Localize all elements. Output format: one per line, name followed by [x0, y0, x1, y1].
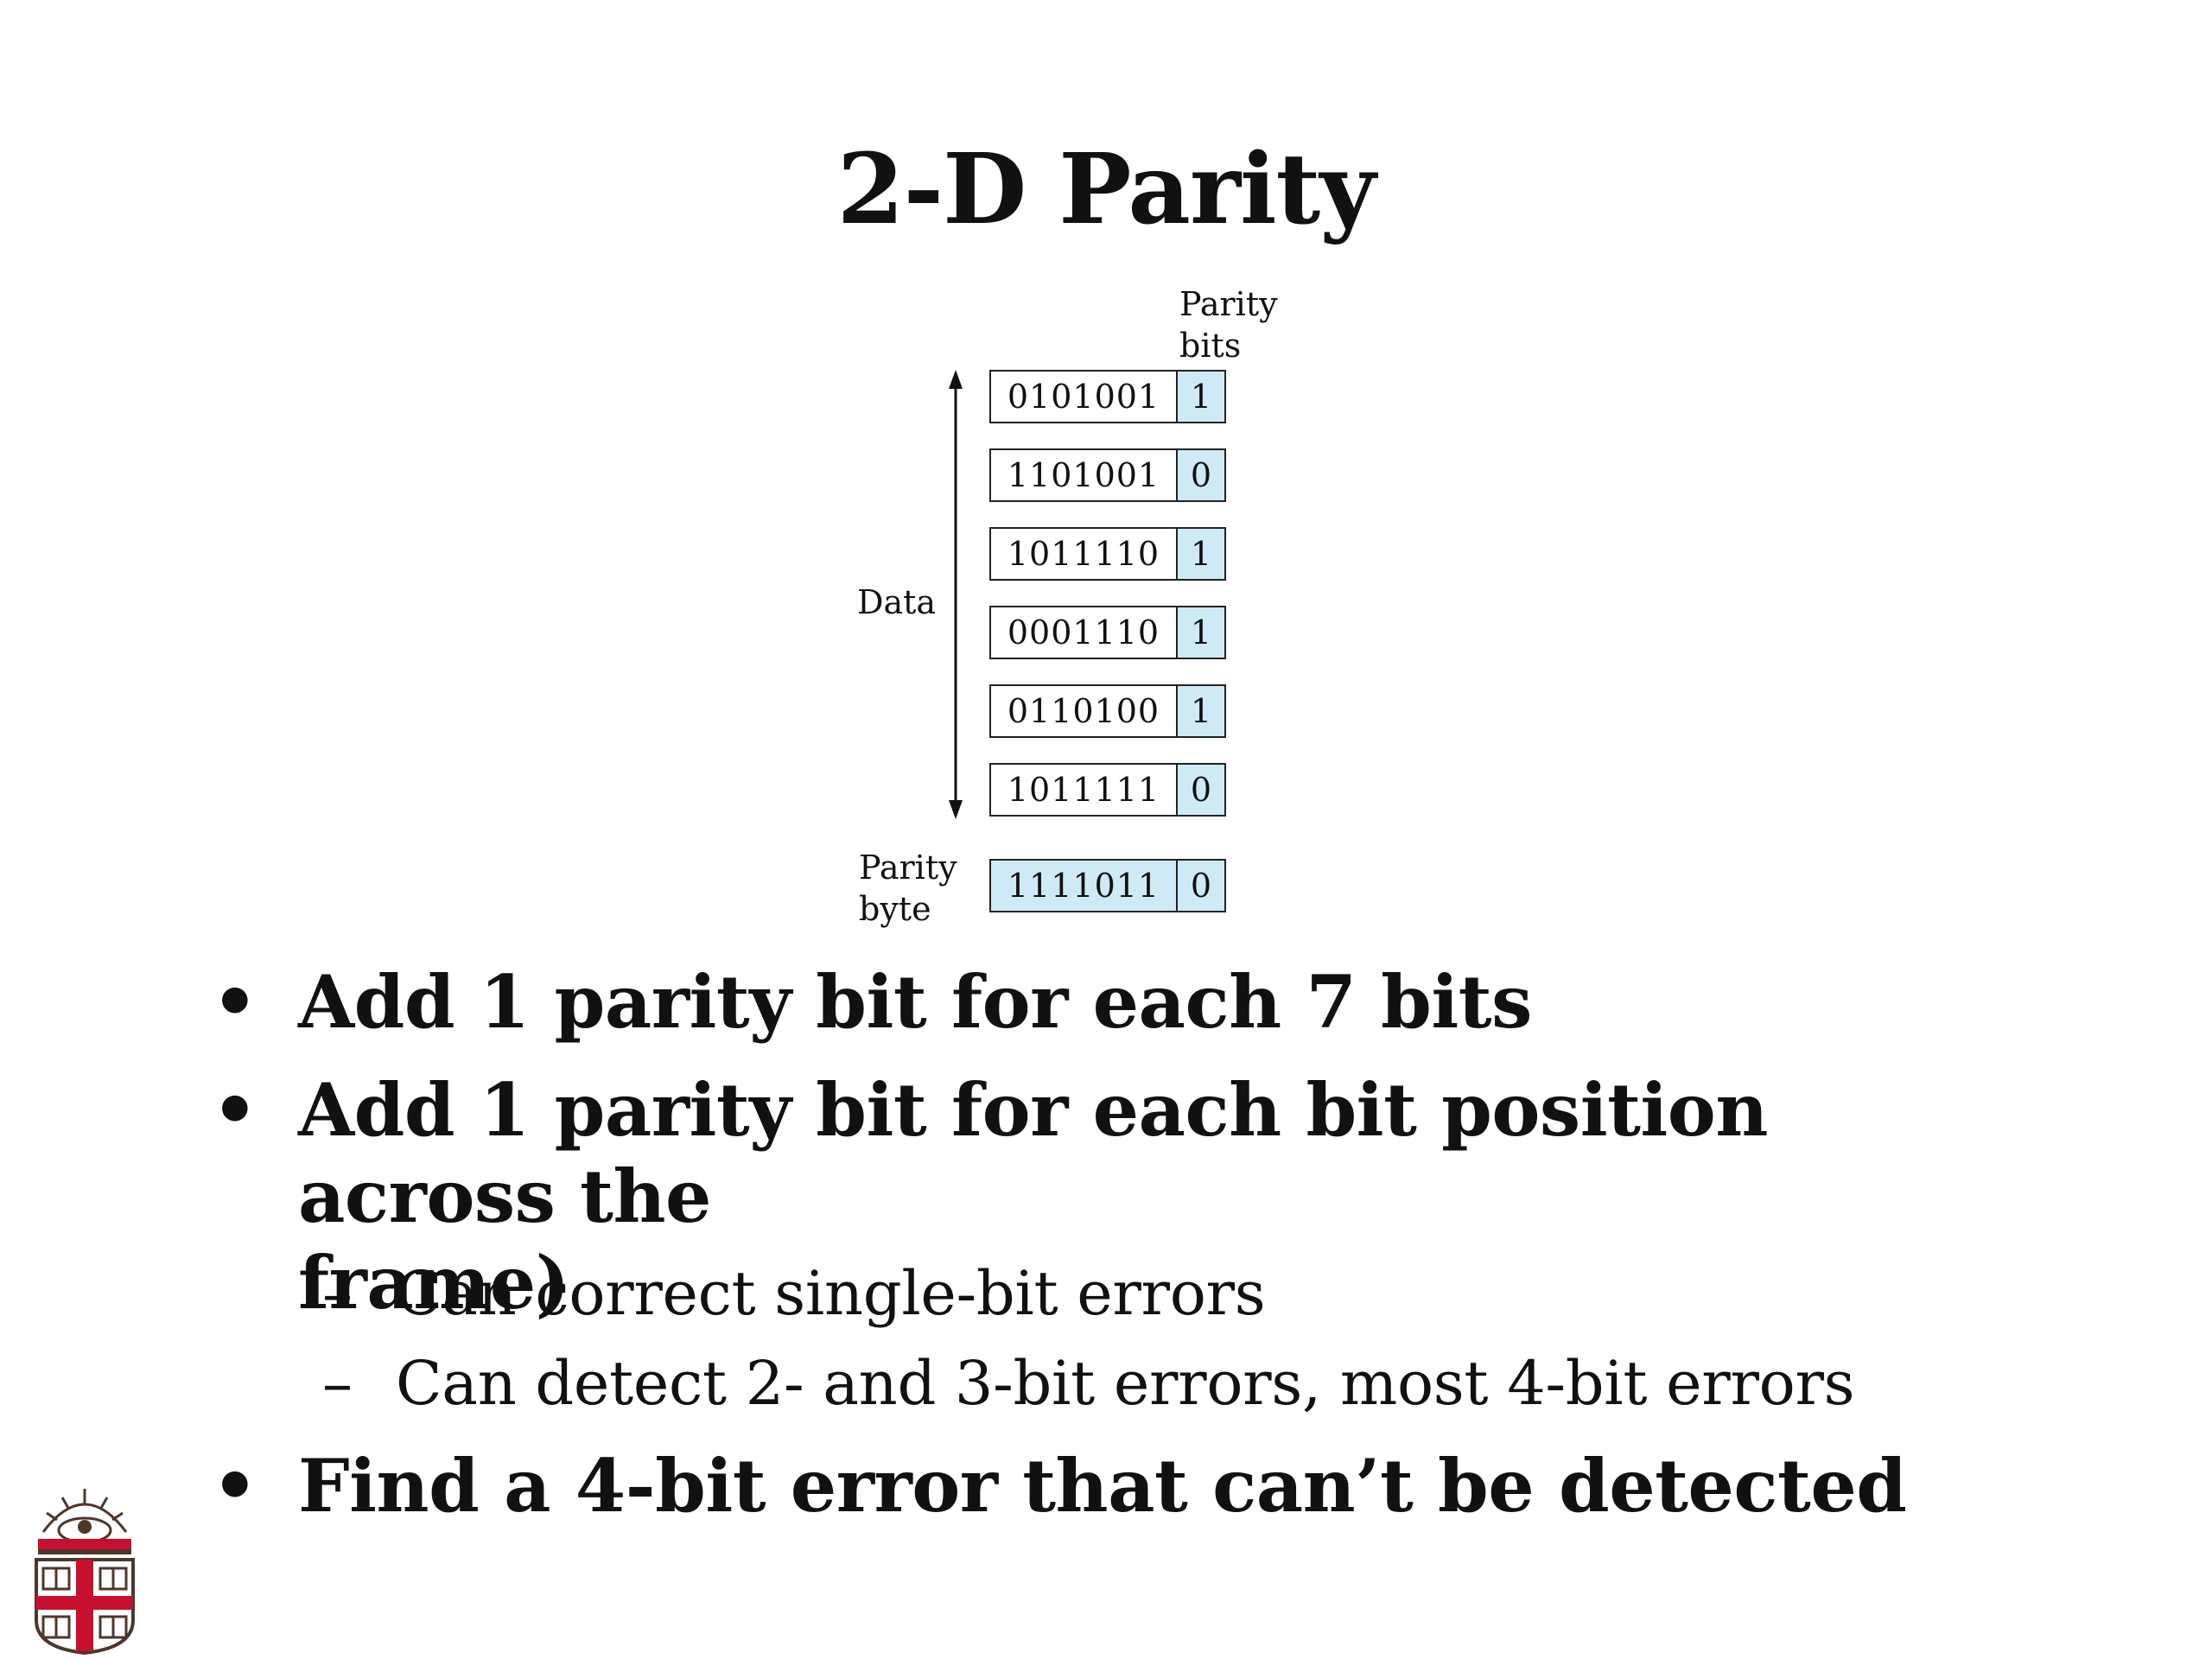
parity-byte-label-line: byte [859, 890, 931, 928]
parity-diagram: Parity bits Data 0101001 1 1101001 0 101… [857, 283, 1278, 930]
data-range-arrow-icon [949, 370, 963, 819]
row-parity-bit-cell: 0 [1178, 765, 1224, 815]
parity-bits-label-line: bits [1179, 327, 1242, 365]
parity-byte-label: Parity byte [859, 847, 957, 930]
sub-bullet-item: Can correct single-bit errors [322, 1255, 2037, 1332]
data-bits-cell: 0110100 [991, 686, 1178, 736]
row-parity-bit-cell: 1 [1178, 372, 1224, 422]
data-label: Data [857, 583, 937, 621]
parity-bits-label-line: Parity [1179, 285, 1278, 323]
row-parity-bit-cell: 1 [1178, 686, 1224, 736]
data-row: 1011110 1 [989, 527, 1226, 581]
row-parity-bit-cell: 1 [1178, 607, 1224, 658]
slide-title: 2-D Parity [836, 133, 1376, 246]
bullet-line: Add 1 parity bit for each bit position a… [298, 1067, 1768, 1239]
data-bits-cell: 1011111 [991, 765, 1178, 815]
parity-bits-label: Parity bits [1179, 283, 1278, 366]
bullet-item: Add 1 parity bit for each 7 bits [212, 959, 1966, 1046]
data-bits-cell: 1101001 [991, 450, 1178, 500]
bullet-item: Add 1 parity bit for each bit position a… [212, 1067, 1966, 1326]
sub-bullet-item: Can detect 2- and 3-bit errors, most 4-b… [322, 1344, 2037, 1422]
data-row: 0101001 1 [989, 370, 1226, 423]
parity-byte-parity-cell: 0 [1178, 861, 1224, 911]
data-bits-cell: 1011110 [991, 529, 1178, 579]
data-row: 1101001 0 [989, 448, 1226, 502]
data-bits-cell: 0001110 [991, 607, 1178, 658]
bullet-item: Find a 4-bit error that can’t be detecte… [212, 1443, 1966, 1529]
row-parity-bit-cell: 1 [1178, 529, 1224, 579]
parity-byte-row: 1111011 0 [989, 859, 1226, 912]
data-row: 0001110 1 [989, 606, 1226, 659]
data-row: 1011111 0 [989, 763, 1226, 817]
data-bits-cell: 0101001 [991, 372, 1178, 422]
university-shield-logo-icon [35, 1489, 135, 1655]
parity-byte-label-line: Parity [859, 849, 957, 887]
row-parity-bit-cell: 0 [1178, 450, 1224, 500]
parity-byte-bits-cell: 1111011 [991, 861, 1178, 911]
data-row: 0110100 1 [989, 684, 1226, 738]
